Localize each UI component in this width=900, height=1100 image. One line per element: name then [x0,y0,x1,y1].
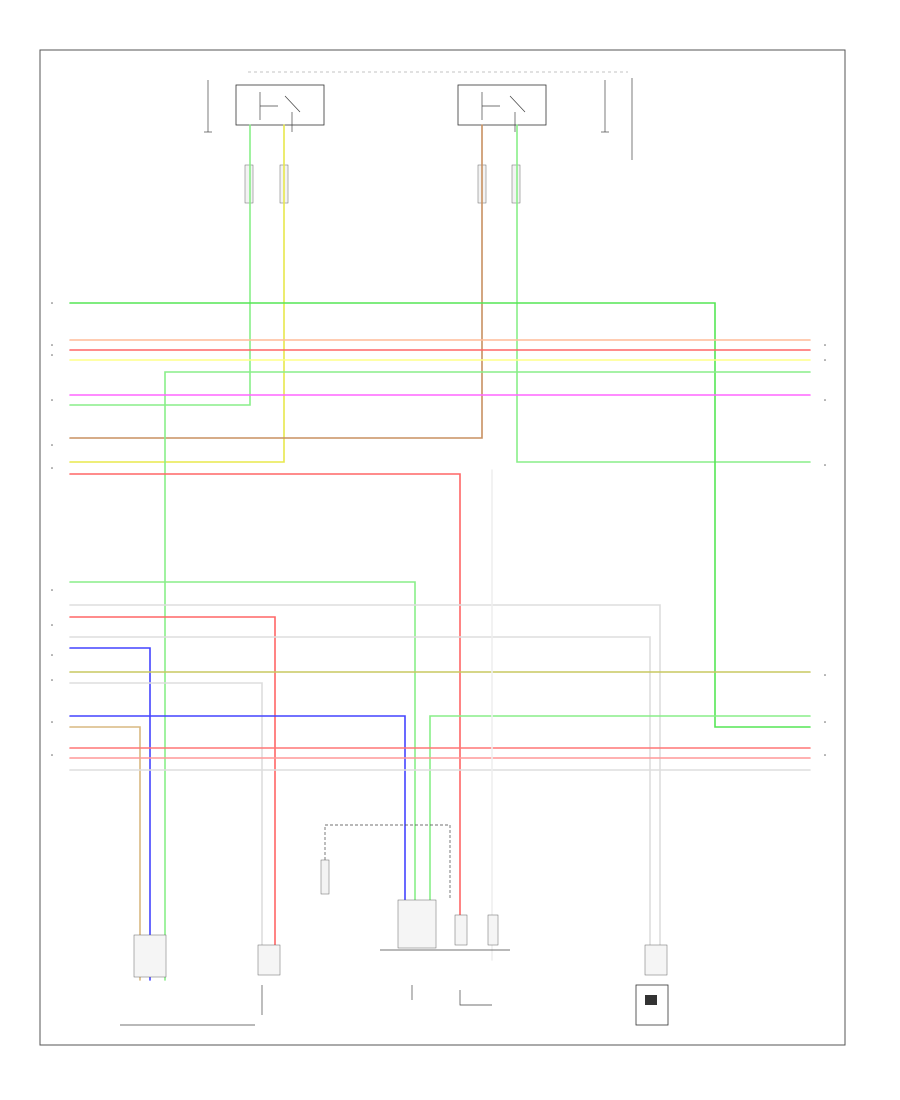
wire-grey-sensor [69,604,661,966]
wire-green-throttle [69,581,416,901]
wire-red-coolant [69,616,276,966]
throttle-connector-2 [454,914,468,946]
wire-green-right [429,715,811,901]
fuel-pump-relay [457,78,633,160]
wire-blue-accel [69,647,151,981]
lower-connectors [133,899,668,978]
wire-green-loop [69,302,811,728]
center-sensor-feed [320,824,451,900]
wire-red-throttle [69,473,461,921]
bottom-components [120,984,669,1026]
wire-lightgreen-drop [164,371,811,981]
wire-relay-right-green [516,124,811,463]
wire-grey-sensor2 [69,636,651,966]
relay-connectors [244,164,521,204]
wire-bundle [69,124,811,981]
throttle-connector [397,899,437,949]
pin-ticks [51,302,826,756]
wire-grey-coolant [69,682,263,966]
wire-relay-right-brown [69,124,483,439]
sensor-connector [644,944,668,976]
accel-connector [133,934,167,978]
throttle-connector-3 [487,914,499,946]
wire-relay-left-yellow [69,124,285,463]
wire-relay-left-green [69,124,251,406]
coolant-connector [257,944,281,976]
throttle-motor-relay [204,80,325,133]
wire-tan-accel [69,726,141,981]
wire-blue-throttle [69,715,406,901]
engine-position-sensor-icon [645,995,657,1005]
diagram-frame [39,49,846,1046]
